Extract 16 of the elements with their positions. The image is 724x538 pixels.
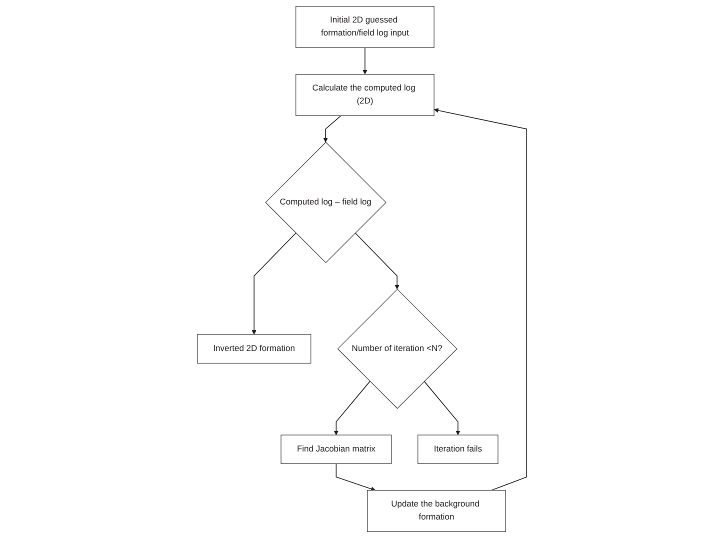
node-box: Calculate the computed log (2D) (296, 74, 434, 116)
arrow (334, 380, 370, 436)
node-box: Update the background formation (367, 490, 506, 532)
arrow (323, 115, 342, 142)
arrow (434, 108, 528, 491)
arrow (362, 47, 368, 74)
node-box: Initial 2D guessed formation/field log input (296, 6, 434, 48)
node-diamond: Computed log – field log (265, 142, 386, 264)
arrow (424, 380, 460, 436)
arrow (252, 232, 296, 335)
node-box: Inverted 2D formation (197, 334, 312, 364)
node-box: Find Jacobian matrix (280, 434, 392, 464)
arrow (354, 232, 400, 290)
arrow (336, 463, 376, 492)
node-diamond: Number of iteration <N? (337, 288, 458, 409)
node-box: Iteration fails (418, 434, 498, 464)
